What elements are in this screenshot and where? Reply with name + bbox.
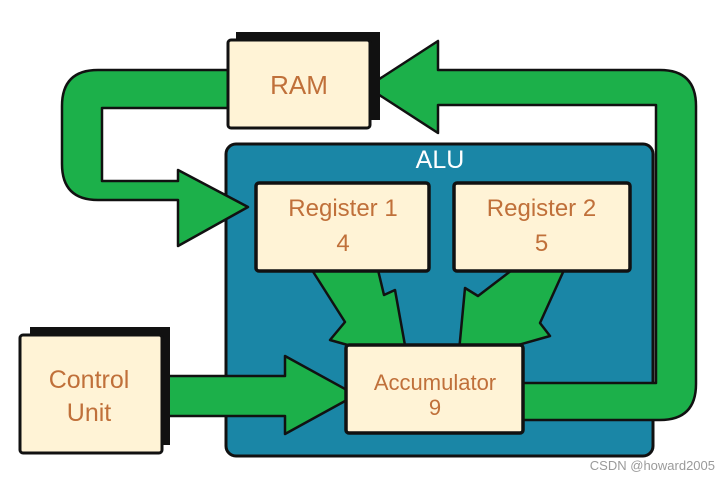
register2-value: 5 <box>534 230 549 257</box>
ram-label: RAM <box>270 70 328 100</box>
register2-box <box>452 181 632 273</box>
register1-value: 4 <box>336 230 350 257</box>
ram-to-register1-arrow <box>60 68 250 248</box>
register1-box <box>254 181 431 273</box>
alu-title: ALU <box>415 146 465 174</box>
register2-label: Register 2 <box>486 195 597 222</box>
accumulator-to-ram-arrow <box>365 39 698 422</box>
accumulator-value: 9 <box>428 395 442 420</box>
control-unit-box <box>18 333 164 455</box>
register1-to-accumulator-arrow <box>310 268 410 364</box>
control-to-accumulator-arrow <box>156 354 358 436</box>
ram-box <box>226 38 372 130</box>
accumulator-box <box>344 343 525 435</box>
control-unit-label-line2: Unit <box>66 399 112 427</box>
watermark: CSDN @howard2005 <box>589 458 715 473</box>
register1-label: Register 1 <box>288 195 398 222</box>
control-unit-label-line1: Control <box>48 366 130 394</box>
accumulator-label: Accumulator <box>373 370 497 395</box>
